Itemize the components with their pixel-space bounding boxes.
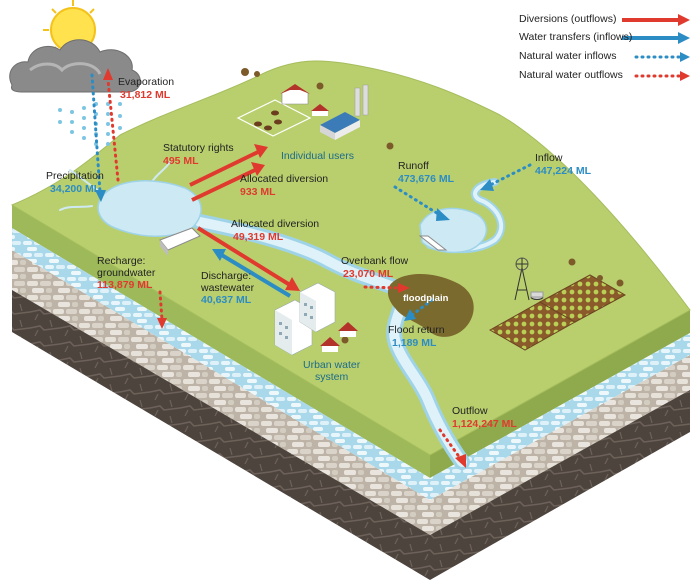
legend-natural-inflows: Natural water inflows xyxy=(519,50,617,62)
crop-fields xyxy=(488,274,627,351)
front-right-face xyxy=(430,310,690,580)
farm xyxy=(236,84,329,137)
overbank-flow-value: 23,070 ML xyxy=(343,268,394,280)
inflow-value: 447,224 ML xyxy=(535,165,592,177)
flow-arrows xyxy=(90,68,532,468)
industry xyxy=(320,84,369,140)
flood-return-value: 1,189 ML xyxy=(392,337,437,349)
legend-transfers: Water transfers (inflows) xyxy=(519,31,633,43)
evaporation-label: Evaporation xyxy=(118,76,175,88)
legend-diversions: Diversions (outflows) xyxy=(519,13,617,25)
outflow-label: Outflow xyxy=(452,405,488,417)
trees xyxy=(241,68,624,344)
urban-water-label-2: system xyxy=(315,371,349,383)
allocated-diversion-1-value: 933 ML xyxy=(240,186,276,198)
allocated-diversion-1-label: Allocated diversion xyxy=(240,173,329,185)
recharge-label-1: Recharge: xyxy=(97,255,146,267)
evaporation-value: 31,812 ML xyxy=(120,89,171,101)
reservoir-left xyxy=(97,180,202,256)
legend-symbols xyxy=(622,14,690,81)
discharge-label-2: wastewater xyxy=(201,282,255,294)
outflow-value: 1,124,247 ML xyxy=(452,418,517,430)
recharge-value: 113,879 ML xyxy=(97,279,153,291)
flood-return-label: Flood return xyxy=(388,324,445,336)
discharge-value: 40,637 ML xyxy=(201,294,252,306)
allocated-diversion-2-label: Allocated diversion xyxy=(231,218,320,230)
urban-water-label-1: Urban water xyxy=(303,359,361,371)
statutory-rights-label: Statutory rights xyxy=(163,142,234,154)
overbank-flow-label: Overbank flow xyxy=(341,255,409,267)
reservoir-right xyxy=(418,207,488,254)
windmill xyxy=(514,257,544,301)
individual-users-label: Individual users xyxy=(281,150,354,162)
statutory-rights-value: 495 ML xyxy=(163,155,199,167)
land-surface xyxy=(10,60,691,456)
discharge-label-1: Discharge: xyxy=(201,270,252,282)
inflow-label: Inflow xyxy=(535,152,563,164)
runoff-value: 473,676 ML xyxy=(398,173,455,185)
floodplain-area xyxy=(387,274,474,337)
front-left-face xyxy=(12,205,430,580)
legend-natural-outflows: Natural water outflows xyxy=(519,69,623,81)
floodplain-label: floodplain xyxy=(403,293,449,304)
runoff-label: Runoff xyxy=(398,160,429,172)
precipitation-value: 34,200 ML xyxy=(50,183,101,195)
recharge-label-2: groundwater xyxy=(97,267,156,279)
urban-buildings xyxy=(274,282,358,356)
allocated-diversion-2-value: 49,319 ML xyxy=(233,231,284,243)
precipitation-label: Precipitation xyxy=(46,170,104,182)
